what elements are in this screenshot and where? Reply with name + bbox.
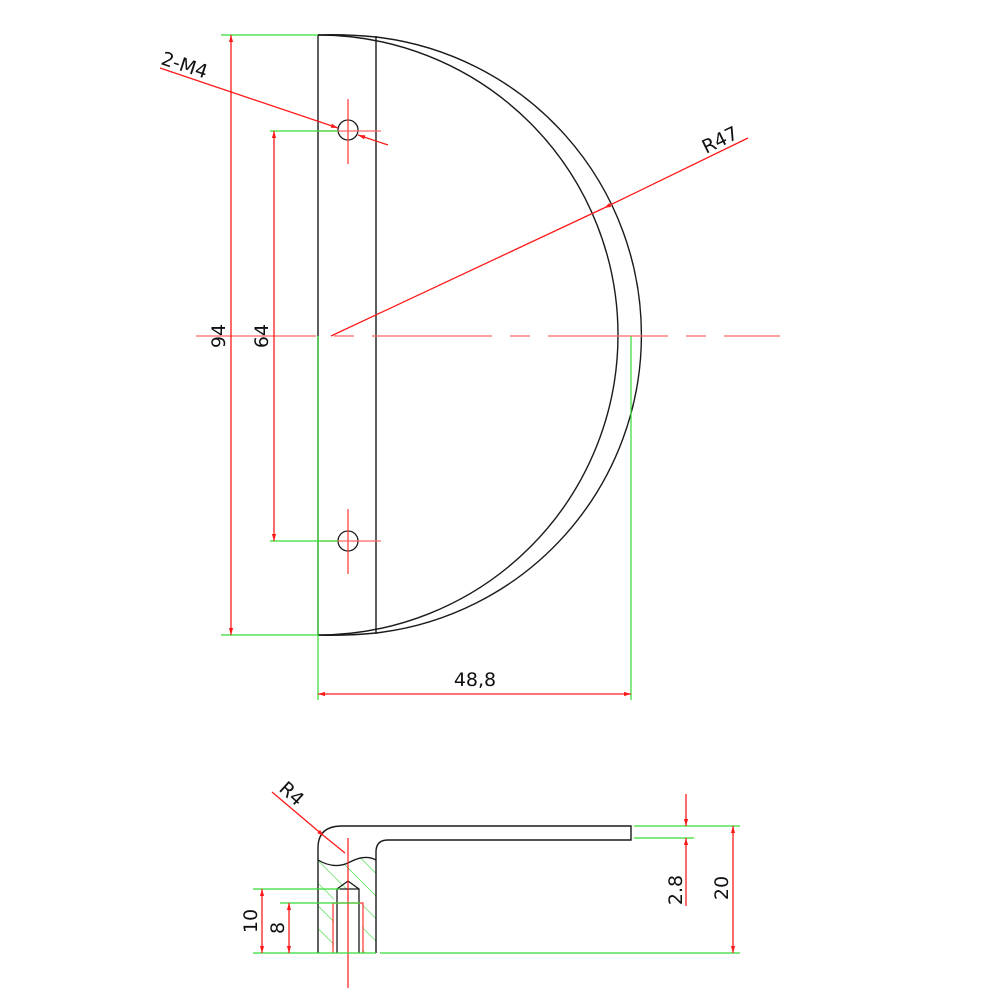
dim-94-label: 94 [208,324,230,348]
top-view: 94 64 48,8 2-M4 R47 [158,34,780,700]
radius-line-r47 [330,207,605,337]
dim-48-8-label: 48,8 [454,669,496,691]
holes-callout-label: 2-M4 [158,48,210,84]
leader-2-m4-tail [357,134,389,146]
leader-r4-tail [323,835,346,854]
dim-64-label: 64 [251,324,273,348]
leader-2-m4 [159,67,339,129]
side-view: 10 8 2.8 20 R4 [240,777,740,988]
dim-8-label: 8 [267,922,289,934]
radius-r47-label: R47 [699,122,742,158]
dim-2-8-label: 2.8 [665,875,687,905]
arc-edge [317,34,619,636]
dim-20-label: 20 [711,876,733,900]
top-view-outline [317,34,643,636]
break-line [317,856,377,867]
radius-r4-label: R4 [275,777,309,810]
dim-10-label: 10 [240,909,262,933]
side-view-outline [317,825,632,953]
leader-r4 [271,791,325,837]
leader-r47 [603,137,749,209]
